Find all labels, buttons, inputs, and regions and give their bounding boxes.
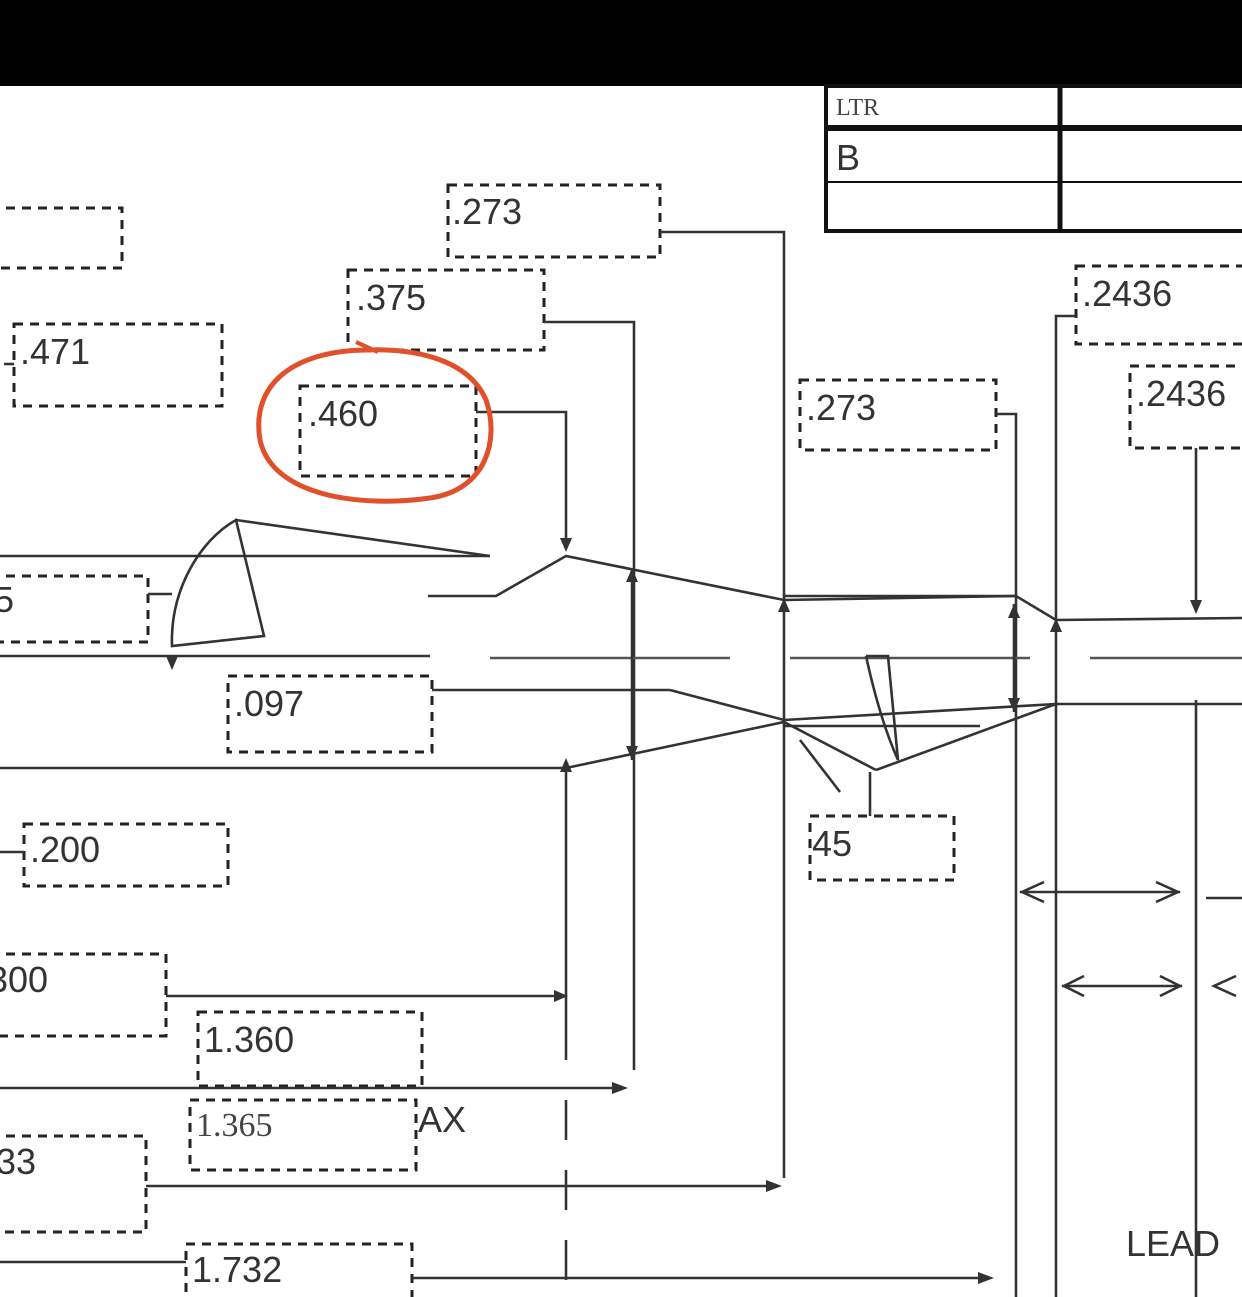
dimension-labels: .273 .375 .471 .460 .273 .2436 .2436 5 .… xyxy=(0,191,1226,1290)
dim-label-300-left: 300 xyxy=(0,959,48,1000)
dim-label-375: .375 xyxy=(356,277,426,318)
dim-label-2436-b: .2436 xyxy=(1136,373,1226,414)
dim-box-45 xyxy=(808,814,956,882)
dim-label-2436-a: .2436 xyxy=(1082,273,1172,314)
dim-box-460 xyxy=(298,384,478,478)
dim-box-2436-b xyxy=(1128,364,1242,450)
dim-box-top-left xyxy=(0,206,124,270)
top-black-bar xyxy=(0,0,1242,86)
dim-label-200: .200 xyxy=(30,829,100,870)
dim-box-097 xyxy=(226,674,434,754)
dim-label-097: .097 xyxy=(234,683,304,724)
dim-label-33-left: 33 xyxy=(0,1141,36,1182)
dim-box-1365 xyxy=(188,1098,418,1172)
dim-label-45: 45 xyxy=(812,823,852,864)
dim-box-1360 xyxy=(196,1010,424,1088)
dim-label-273-mid: .273 xyxy=(806,387,876,428)
highlight-circle xyxy=(256,347,494,504)
dim-label-max-suffix: AX xyxy=(418,1099,466,1140)
dim-label-273-top: .273 xyxy=(452,191,522,232)
leader-lines xyxy=(0,230,1242,1297)
dim-box-200 xyxy=(22,822,230,888)
dim-box-471 xyxy=(12,322,224,408)
dim-label-471: .471 xyxy=(20,331,90,372)
dim-box-375 xyxy=(346,268,546,352)
revision-table-header: LTR xyxy=(836,95,879,121)
dim-label-460: .460 xyxy=(308,393,378,434)
dim-box-273-top xyxy=(446,183,662,259)
dim-label-1360: 1.360 xyxy=(204,1019,294,1060)
dim-label-1365: 1.365 xyxy=(196,1107,273,1144)
dim-label-5-left: 5 xyxy=(0,579,14,620)
lead-label: LEAD xyxy=(1126,1223,1220,1264)
dim-box-5-left xyxy=(0,574,150,644)
revision-table: LTR B xyxy=(824,84,1242,233)
highlight-stroke-tail xyxy=(355,340,379,354)
dim-label-1732: 1.732 xyxy=(192,1249,282,1290)
revision-row-letter: B xyxy=(836,137,860,178)
